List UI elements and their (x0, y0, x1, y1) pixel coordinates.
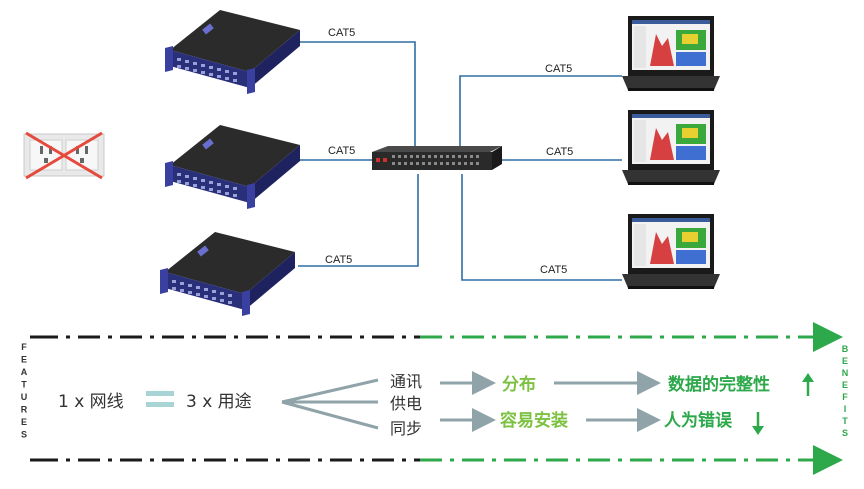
cable-device-1 (300, 41, 416, 158)
benefit-result: 人为错误 (664, 410, 733, 431)
cable-laptop-3 (461, 174, 622, 281)
uses-label: 3 x 用途 (186, 392, 252, 412)
arrow-up-icon (802, 373, 814, 396)
network-switch-icon (372, 146, 502, 170)
cable-label: CAT5 (545, 63, 572, 75)
cable-label: CAT5 (325, 254, 352, 266)
daq-device-icon (165, 10, 300, 94)
cable-label: CAT5 (540, 264, 567, 276)
laptop-icon (622, 110, 720, 185)
cable-device-3 (298, 174, 419, 267)
cable-label: CAT5 (328, 27, 355, 39)
feature-item: 供电 (390, 394, 422, 413)
cable-count-label: 1 x 网线 (58, 392, 124, 412)
benefit-middle: 分布 (502, 374, 536, 395)
daq-device-icon (165, 125, 300, 209)
features-benefits-frame (30, 322, 843, 475)
laptop-icon (622, 214, 720, 289)
fan-out-lines (281, 378, 379, 430)
arrow-down-icon (752, 412, 764, 435)
benefit-result: 数据的完整性 (668, 374, 770, 395)
benefit-middle: 容易安装 (500, 410, 568, 431)
feature-item: 通讯 (390, 372, 422, 391)
feature-item: 同步 (390, 419, 422, 438)
daq-device-icon (160, 232, 295, 316)
cable-laptop-1 (459, 75, 622, 158)
cable-label: CAT5 (328, 145, 355, 157)
equals-sign-icon (146, 391, 174, 407)
cable-label: CAT5 (546, 146, 573, 158)
cables (298, 41, 622, 281)
no-power-outlet-icon (23, 131, 105, 180)
laptop-icon (622, 16, 720, 91)
